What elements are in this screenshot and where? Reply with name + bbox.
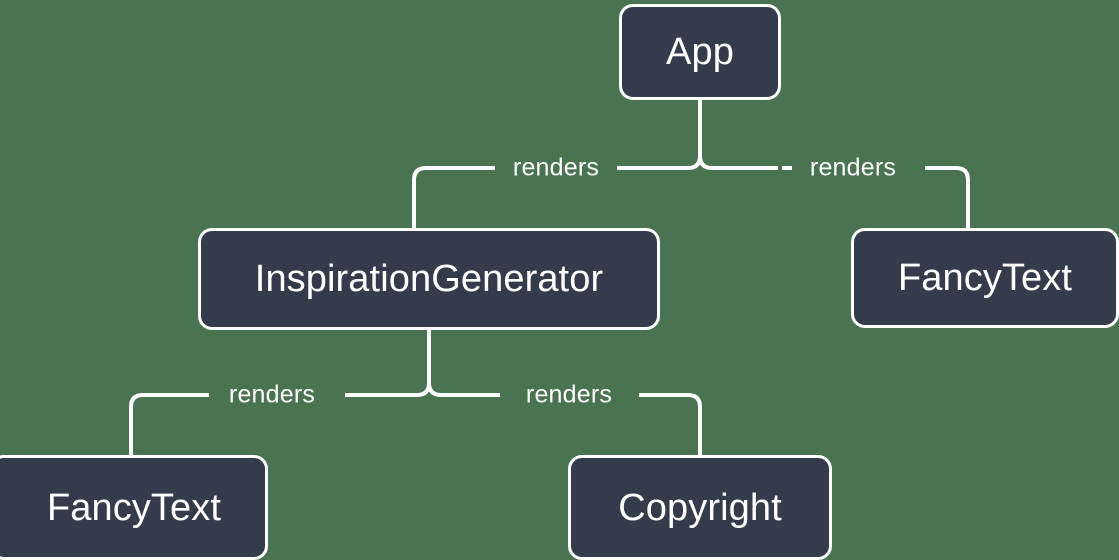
edge-label-app-to-fancytext: renders <box>809 153 897 182</box>
node-inspiration-generator[interactable]: InspirationGenerator <box>198 228 660 330</box>
node-copyright-label: Copyright <box>618 486 782 529</box>
edge-app-to-inspgen <box>412 166 495 228</box>
edge-inspgen-trunk-right <box>427 382 500 397</box>
edge-label-inspiration-generator-to-fancytext: renders <box>228 380 316 409</box>
node-fancytext-right-label: FancyText <box>897 257 1073 299</box>
edge-app-to-fancytext-arm <box>925 166 970 228</box>
node-inspiration-generator-label: InspirationGenerator <box>254 258 604 300</box>
edge-inspgen-to-fancytext <box>129 393 209 455</box>
node-fancytext-left[interactable]: FancyText <box>0 455 268 560</box>
edge-inspgen-to-copyright <box>639 393 702 455</box>
node-app-label: App <box>666 31 734 73</box>
edge-inspgen-trunk-left <box>345 330 431 397</box>
node-app[interactable]: App <box>619 4 781 100</box>
edge-label-app-to-inspiration-generator: renders <box>512 153 600 182</box>
node-copyright[interactable]: Copyright <box>568 455 832 560</box>
edge-app-trunk <box>617 100 702 170</box>
edge-app-trunk-right <box>698 155 778 170</box>
node-fancytext-right[interactable]: FancyText <box>851 228 1119 328</box>
node-fancytext-left-label: FancyText <box>46 486 222 529</box>
edge-label-inspiration-generator-to-copyright: renders <box>525 380 613 409</box>
